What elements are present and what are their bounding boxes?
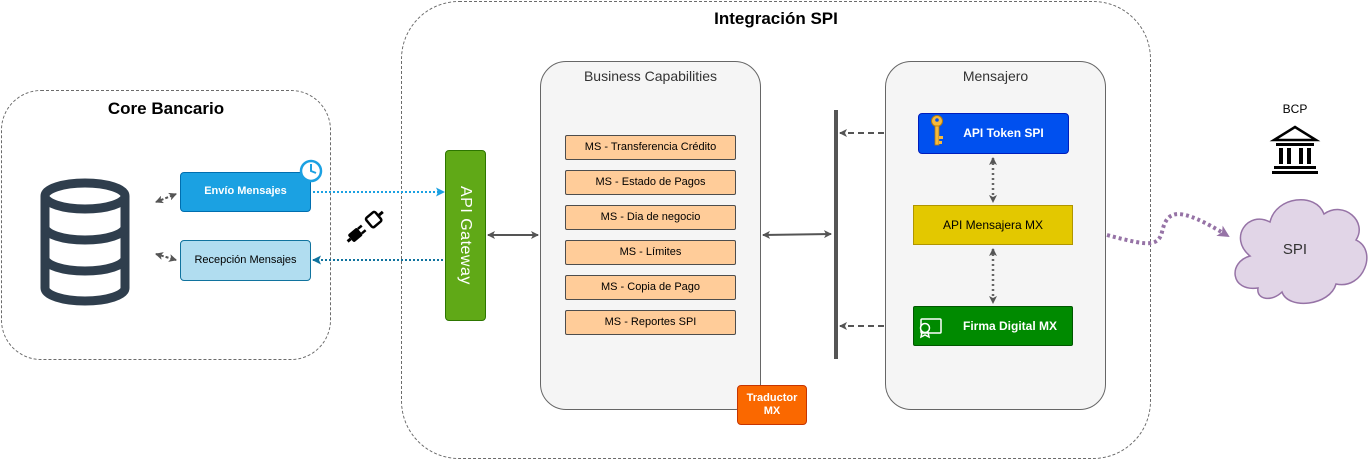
- spi-label: SPI: [1282, 241, 1308, 258]
- database-icon: [40, 178, 130, 306]
- core-bancario-title: Core Bancario: [107, 99, 225, 118]
- ms-box[interactable]: MS - Estado de Pagos: [565, 170, 736, 195]
- ms-box[interactable]: MS - Límites: [565, 240, 736, 265]
- recepcion-mensajes-label: Recepción Mensajes: [194, 253, 297, 266]
- business-capabilities-title: Business Capabilities: [583, 68, 718, 84]
- ms-box[interactable]: MS - Reportes SPI: [565, 310, 736, 335]
- api-mensajera-mx-box[interactable]: API Mensajera MX: [913, 205, 1073, 245]
- bcp-label: BCP: [1282, 102, 1308, 116]
- api-token-spi-label: API Token SPI: [963, 126, 1044, 141]
- mensajero-title: Mensajero: [962, 68, 1029, 84]
- ms-box[interactable]: MS - Dia de negocio: [565, 205, 736, 230]
- bank-building-icon: [1269, 125, 1321, 174]
- business-bus-connector: [762, 230, 832, 239]
- api-gateway-box[interactable]: API Gateway: [445, 150, 486, 321]
- envio-mensajes-label: Envío Mensajes: [204, 185, 287, 198]
- ms-box[interactable]: MS - Copia de Pago: [565, 275, 736, 300]
- certificate-icon: [919, 318, 942, 339]
- mensajera-to-spi-connector: [1106, 212, 1230, 246]
- envio-bidirectional-arrow: [155, 192, 177, 204]
- integracion-spi-region: Integración SPI: [401, 1, 1151, 459]
- envio-mensajes-box[interactable]: Envío Mensajes: [180, 172, 311, 212]
- api-gateway-label: API Gateway: [457, 186, 475, 285]
- recepcion-bidirectional-arrow: [155, 252, 177, 262]
- traductor-mx-box[interactable]: Traductor MX: [737, 385, 807, 425]
- plug-disconnect-icon: [346, 210, 384, 243]
- key-icon: [931, 115, 943, 146]
- core-bancario-region: Core Bancario: [1, 90, 331, 360]
- traductor-mx-label: Traductor MX: [746, 391, 798, 417]
- business-capabilities-panel: Business Capabilities: [540, 61, 761, 410]
- api-token-spi-box[interactable]: API Token SPI: [918, 113, 1069, 154]
- clock-icon: [299, 159, 323, 183]
- integracion-spi-title: Integración SPI: [714, 9, 838, 28]
- firma-digital-mx-box[interactable]: Firma Digital MX: [913, 306, 1073, 346]
- firma-digital-mx-label: Firma Digital MX: [962, 318, 1057, 333]
- recepcion-mensajes-box[interactable]: Recepción Mensajes: [180, 240, 311, 281]
- ms-box[interactable]: MS - Transferencia Crédito: [565, 135, 736, 160]
- api-mensajera-mx-label: API Mensajera MX: [942, 217, 1044, 232]
- spi-cloud-icon[interactable]: [1234, 199, 1368, 305]
